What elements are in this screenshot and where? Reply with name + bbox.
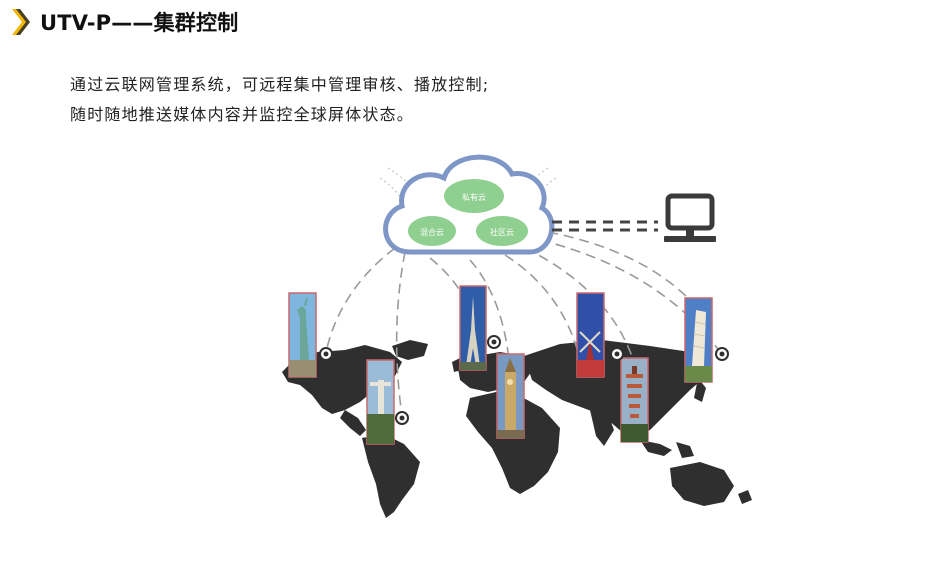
location-pins: [319, 335, 729, 425]
terminal-link: [552, 220, 658, 232]
page-header: UTV-P——集群控制: [10, 6, 238, 38]
location-pin-icon: [395, 411, 409, 425]
location-pin-icon: [610, 347, 624, 361]
chevron-right-icon: [12, 9, 30, 35]
location-pin-icon: [319, 347, 333, 361]
cloud-node-label: 私有云: [462, 192, 486, 202]
page-title: UTV-P——集群控制: [40, 11, 239, 35]
pagoda-icon: [620, 357, 649, 443]
cloud-node-label: 社区云: [490, 227, 514, 237]
description-line-1: 通过云联网管理系统，可远程集中管理审核、播放控制;: [70, 75, 490, 94]
location-pin-icon: [715, 347, 729, 361]
cloud-node-community: [476, 216, 528, 246]
cloud-node-hybrid: [408, 216, 456, 246]
location-pin-icon: [487, 335, 501, 349]
eiffel-tower-icon: [459, 285, 487, 371]
big-ben-icon: [496, 353, 525, 439]
cloud-node-private: [444, 179, 504, 213]
landmarks: [288, 285, 713, 445]
statue-of-liberty-icon: [288, 292, 317, 378]
description-line-2: 随时随地推送媒体内容并监控全球屏体状态。: [70, 105, 415, 124]
christ-the-redeemer-icon: [366, 359, 395, 445]
cloud: 私有云 混合云 社区云: [383, 154, 555, 255]
windmill-icon: [576, 292, 605, 378]
description: 通过云联网管理系统，可远程集中管理审核、播放控制; 随时随地推送媒体内容并监控全…: [70, 70, 489, 130]
cloud-node-label: 混合云: [420, 227, 444, 237]
monitor-icon: [664, 193, 716, 242]
leaning-tower-icon: [684, 297, 713, 383]
